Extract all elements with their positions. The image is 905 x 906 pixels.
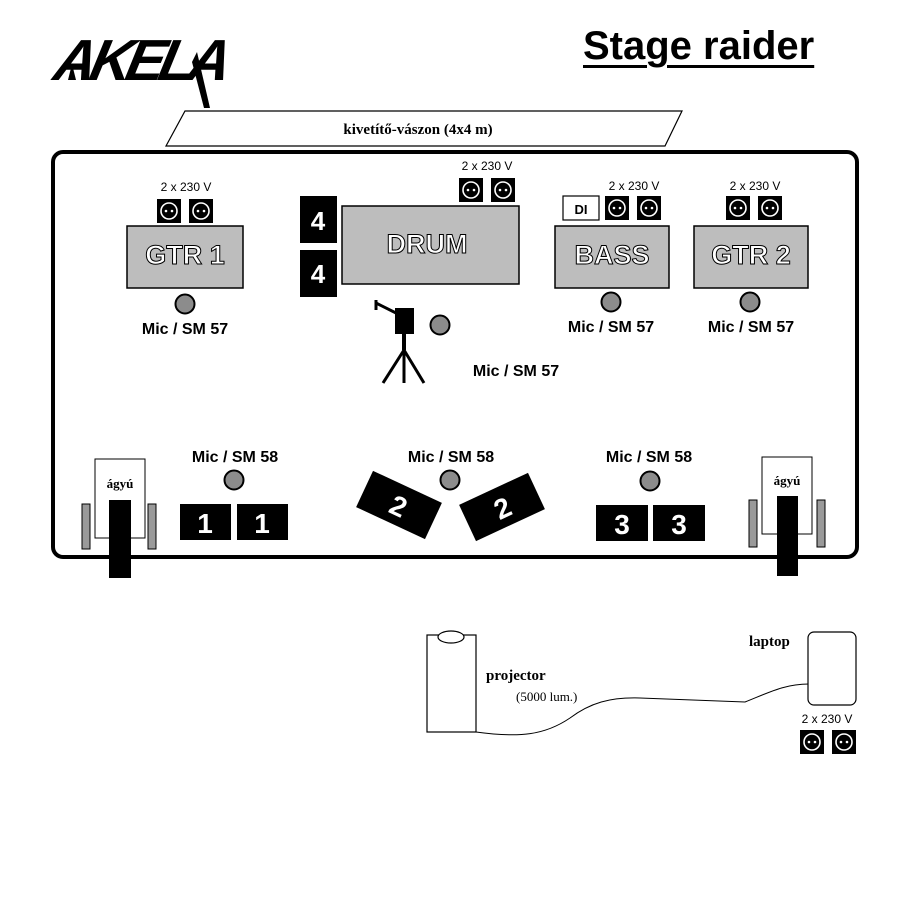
di-box (562, 195, 600, 221)
projector-label: projector (486, 668, 546, 684)
floor-monitor-3a: 3 (596, 505, 648, 541)
monitor-number: 4 (311, 259, 326, 289)
mic-gtr1: Mic / SM 57 (142, 293, 228, 338)
cable (475, 683, 810, 736)
mic-label: Mic / SM 57 (708, 319, 794, 336)
monitor-number: 3 (614, 509, 630, 540)
power-outlet-laptop: 2 x 230 V (800, 712, 856, 754)
logo-graphic: AKELA (47, 29, 235, 108)
mic-bass: Mic / SM 57 (568, 291, 654, 336)
drum-monitor-top: 4 (300, 196, 337, 243)
page-title: Stage raider (583, 24, 815, 68)
stage-outline (51, 150, 859, 559)
mic-label: Mic / SM 57 (568, 319, 654, 336)
drum-kit: DRUM (341, 205, 520, 285)
amp-gtr1: GTR 1 (126, 225, 244, 289)
logo: AKELA (47, 12, 235, 108)
vocal-mic-right: Mic / SM 58 (606, 449, 692, 492)
power-label: 2 x 230 V (462, 159, 513, 173)
mic-gtr2: Mic / SM 57 (708, 291, 794, 336)
lens-icon (437, 630, 465, 644)
floor-monitor-2a: 2 (356, 470, 442, 540)
laptop: laptop (749, 631, 857, 706)
laptop-label: laptop (749, 634, 790, 650)
amp-bass: BASS (554, 225, 670, 289)
monitor-number: 1 (254, 508, 270, 539)
drum-label: DRUM (387, 229, 468, 259)
power-label: 2 x 230 V (802, 712, 853, 726)
light-label: ágyú (107, 476, 134, 491)
floor-monitor-2b: 2 (459, 472, 545, 542)
monitor-number: 1 (197, 508, 213, 539)
mic-drum-stand: Mic / SM 57 (374, 300, 559, 384)
power-outlet-bass: 2 x 230 V DI (562, 179, 661, 221)
floor-monitor-1a: 1 (180, 504, 231, 540)
amp-label: GTR 2 (711, 240, 791, 270)
mic-stand-icon (374, 300, 426, 384)
mic-label: Mic / SM 58 (192, 449, 278, 466)
mic-label: Mic / SM 58 (408, 449, 494, 466)
mic-label: Mic / SM 57 (142, 321, 228, 338)
drum-monitor-bottom: 4 (300, 250, 337, 297)
power-label: 2 x 230 V (609, 179, 660, 193)
power-outlet-gtr2: 2 x 230 V (726, 179, 782, 220)
cannon-light-left: ágyú (81, 458, 157, 578)
monitor-number: 4 (311, 206, 326, 236)
power-outlet-gtr1: 2 x 230 V (157, 180, 213, 223)
light-label: ágyú (774, 473, 801, 488)
projection-screen: kivetítő-vászon (4x4 m) (164, 110, 683, 147)
floor-monitor-1b: 1 (237, 504, 288, 540)
di-label: DI (575, 202, 588, 217)
power-label: 2 x 230 V (730, 179, 781, 193)
cannon-light-right: ágyú (748, 456, 826, 576)
amp-gtr2: GTR 2 (693, 225, 809, 289)
mic-label: Mic / SM 58 (606, 449, 692, 466)
mic-label: Mic / SM 57 (473, 363, 559, 380)
power-label: 2 x 230 V (161, 180, 212, 194)
projector-spec: (5000 lum.) (516, 689, 577, 704)
screen-label: kivetítő-vászon (4x4 m) (343, 122, 492, 138)
vocal-mic-center: Mic / SM 58 (408, 449, 494, 491)
projector: projector (5000 lum.) (426, 630, 577, 733)
amp-label: GTR 1 (145, 240, 225, 270)
vocal-mic-left: Mic / SM 58 (192, 449, 278, 491)
floor-monitor-3b: 3 (653, 505, 705, 541)
power-outlet-drum: 2 x 230 V (459, 159, 515, 202)
monitor-number: 3 (671, 509, 687, 540)
amp-label: BASS (574, 240, 649, 270)
